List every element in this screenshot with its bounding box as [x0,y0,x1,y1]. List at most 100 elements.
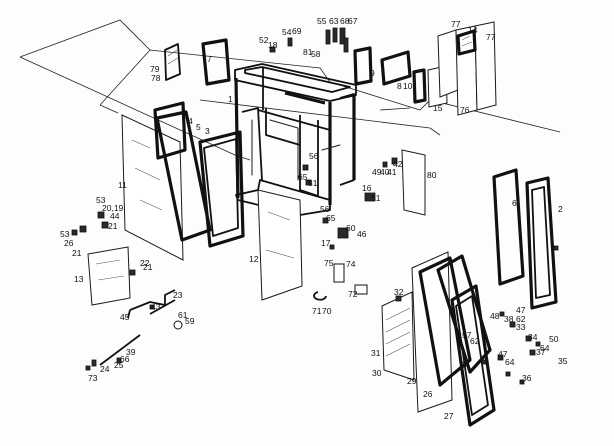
callout-c67: 67 [348,16,358,26]
callout-c68: 68 [340,16,350,26]
panel-10 [412,68,427,104]
callout-c74: 74 [346,259,356,269]
callout-c64c: 64 [540,343,550,353]
callout-c79: 79 [150,64,160,74]
callout-c9: 9 [370,68,375,78]
callout-c22: 22 [140,258,150,268]
callout-c33: 33 [516,322,526,332]
callout-c69: 69 [292,26,302,36]
callout-c72: 72 [348,289,358,299]
callout-c24: 24 [100,364,110,374]
callout-c36: 36 [522,373,532,383]
callout-c66: 66 [120,354,130,364]
callout-c18: 18 [268,40,278,50]
callout-c21b: 21 [143,262,153,272]
callout-c56b: 56 [320,204,330,214]
callout-c39: 39 [126,347,136,357]
callout-c63: 63 [329,16,339,26]
panel-8 [380,50,412,86]
callout-c47b: 47 [498,349,508,359]
left-side-panels [121,101,245,261]
callout-c32: 32 [394,287,404,297]
panel-31 [381,291,415,381]
callout-c41: 41 [387,167,397,177]
callout-c31: 31 [371,348,381,358]
callout-c11: 11 [118,180,127,190]
callout-c81a: 81 [303,47,313,57]
linkage [99,289,183,366]
callout-c1: 1 [228,94,233,104]
callout-c26a: 26 [64,238,74,248]
callout-c30: 30 [372,368,382,378]
rear-glass-group [437,21,497,116]
callout-c2: 2 [558,204,563,214]
callout-c5: 5 [196,122,201,132]
leader-lines [99,99,441,136]
callout-c64b: 64 [505,357,515,367]
callout-c26b: 26 [423,389,433,399]
callout-c50: 50 [549,334,559,344]
callout-c62b: 62 [516,314,526,324]
layout-outline [19,19,561,161]
panel-13-hatch [95,259,125,281]
panel-12 [257,189,303,301]
callout-c57: 57 [462,330,472,340]
callout-c80: 80 [427,170,437,180]
callout-c59: 59 [185,316,195,326]
panel-78-glass [167,49,179,65]
hardware [71,27,559,385]
callout-c40: 40 [380,167,390,177]
callout-c62a: 62 [470,336,480,346]
callout-c56a: 56 [309,151,319,161]
callout-c53a: 53 [96,195,106,205]
callout-c38: 38 [504,314,514,324]
callout-c49: 49 [372,167,382,177]
callout-c14: 14 [468,25,478,35]
callout-c81b: 81 [308,178,318,188]
panel-12-hatch [265,211,295,259]
callout-c64a: 64 [460,360,470,370]
callout-c52: 52 [259,35,269,45]
cab-frame [234,63,357,216]
callout-c21a: 21 [72,248,82,258]
callout-c13: 13 [74,274,84,284]
callout-c70: 70 [322,306,332,316]
panel-80 [401,149,426,216]
callout-c53b: 53 [60,229,70,239]
callout-c10: 10 [403,81,413,91]
callout-c12: 12 [249,254,259,264]
callout-c76: 76 [460,105,470,115]
callout-c3: 3 [205,126,210,136]
panel-31-hatch [385,307,411,357]
callout-c23: 23 [173,290,183,300]
callout-c6: 6 [512,198,517,208]
callout-c17: 17 [321,238,331,248]
callout-c61: 61 [178,310,188,320]
callout-c51: 51 [371,193,381,203]
panel-79 [164,43,181,81]
callout-c25: 25 [114,360,124,370]
callout-c37: 37 [536,347,546,357]
callout-c58: 58 [311,49,321,59]
callout-c43: 43 [151,302,161,312]
callout-c71: 71 [312,306,322,316]
callout-c60: 60 [346,223,356,233]
callout-c46: 46 [357,229,367,239]
callout-c29: 29 [407,376,417,386]
callout-c75: 75 [324,258,334,268]
callout-labels: 12345678910111213141516171820,1921212122… [60,16,568,421]
panel-13 [87,246,131,306]
callout-c42: 42 [393,159,403,169]
callout-c65a: 65 [298,172,308,182]
callout-c21c: 21 [108,221,118,231]
panel-7 [201,38,231,86]
callout-c27: 27 [444,411,454,421]
right-doors [492,168,558,310]
callout-c77b: 77 [486,32,496,42]
callout-c47a: 47 [516,305,526,315]
callout-c54: 54 [282,27,292,37]
lower-door-panels [411,251,496,427]
callout-c65b: 65 [326,213,336,223]
